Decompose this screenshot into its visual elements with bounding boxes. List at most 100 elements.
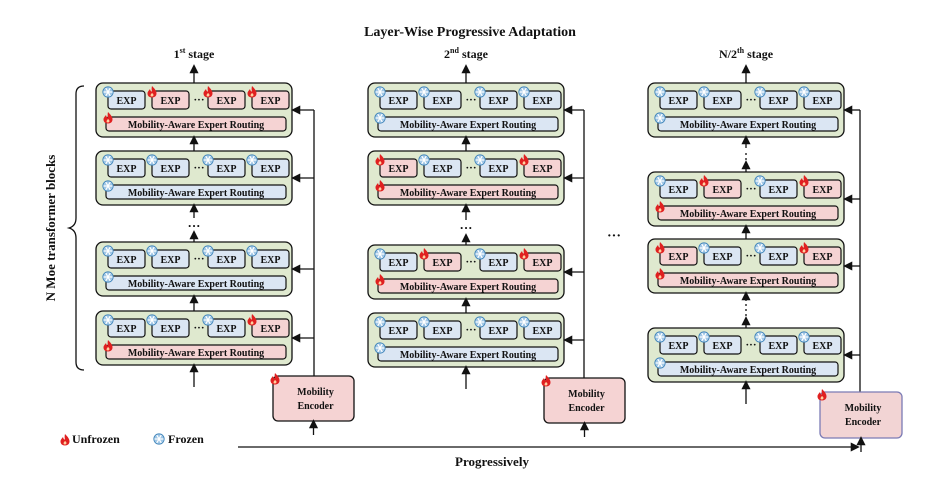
frozen-snowflake-icon xyxy=(418,154,430,166)
expert-label: EXP xyxy=(261,255,281,266)
router-label: Mobility-Aware Expert Routing xyxy=(128,188,264,199)
expert-label: EXP xyxy=(261,96,281,107)
expert-label: EXP xyxy=(489,258,509,269)
frozen-snowflake-icon xyxy=(654,175,666,187)
encoder-fire-icon xyxy=(817,389,827,401)
frozen-snowflake-icon xyxy=(418,316,430,328)
expert-router: Mobility-Aware Expert Routing xyxy=(374,112,559,132)
expert-box: EXP xyxy=(419,248,462,272)
frozen-snowflake-icon xyxy=(474,316,486,328)
expert-box: EXP xyxy=(418,154,462,178)
expert-label: EXP xyxy=(389,96,409,107)
router-label: Mobility-Aware Expert Routing xyxy=(680,276,816,287)
frozen-snowflake-icon xyxy=(754,242,766,254)
expert-box: EXP xyxy=(654,86,698,110)
unfrozen-fire-icon xyxy=(203,86,213,98)
expert-box: EXP xyxy=(474,248,518,272)
expert-router: Mobility-Aware Expert Routing xyxy=(102,180,287,200)
expert-ellipsis: ··· xyxy=(745,339,756,351)
frozen-snowflake-icon xyxy=(202,245,214,257)
expert-box: EXP xyxy=(202,314,246,338)
expert-box: EXP xyxy=(654,175,698,199)
expert-label: EXP xyxy=(669,341,689,352)
expert-box: EXP xyxy=(754,331,798,355)
expert-ellipsis: ··· xyxy=(193,253,204,265)
expert-box: EXP xyxy=(654,331,698,355)
expert-label: EXP xyxy=(769,252,789,263)
frozen-snowflake-icon xyxy=(102,180,114,192)
unfrozen-fire-icon xyxy=(655,268,665,280)
stage-gap-ellipsis: ··· xyxy=(607,229,621,244)
expert-box: EXP xyxy=(799,175,842,199)
stage-label: 2nd stage xyxy=(444,46,489,61)
router-label: Mobility-Aware Expert Routing xyxy=(128,279,264,290)
expert-router: Mobility-Aware Expert Routing xyxy=(375,180,559,200)
encoder-label-line2: Encoder xyxy=(568,403,605,414)
expert-label: EXP xyxy=(669,96,689,107)
expert-box: EXP xyxy=(102,86,146,110)
expert-box: EXP xyxy=(203,86,246,110)
frozen-snowflake-icon xyxy=(654,86,666,98)
expert-label: EXP xyxy=(769,96,789,107)
expert-router: Mobility-Aware Expert Routing xyxy=(654,357,839,377)
frozen-snowflake-icon xyxy=(474,86,486,98)
expert-label: EXP xyxy=(117,324,137,335)
expert-box: EXP xyxy=(798,86,842,110)
expert-box: EXP xyxy=(418,86,462,110)
unfrozen-fire-icon xyxy=(375,154,385,166)
frozen-snowflake-icon xyxy=(374,248,386,260)
expert-label: EXP xyxy=(161,96,181,107)
frozen-snowflake-icon xyxy=(518,316,530,328)
legend-fire-icon xyxy=(60,434,70,446)
expert-router: Mobility-Aware Expert Routing xyxy=(103,112,287,132)
encoder-label-line1: Mobility xyxy=(568,389,605,400)
unfrozen-fire-icon xyxy=(655,242,665,254)
unfrozen-fire-icon xyxy=(247,86,257,98)
expert-box: EXP xyxy=(754,242,798,266)
router-label: Mobility-Aware Expert Routing xyxy=(400,188,536,199)
expert-label: EXP xyxy=(217,324,237,335)
expert-label: EXP xyxy=(161,255,181,266)
router-label: Mobility-Aware Expert Routing xyxy=(128,120,264,131)
expert-label: EXP xyxy=(713,185,733,196)
expert-label: EXP xyxy=(669,185,689,196)
legend-unfrozen-label: Unfrozen xyxy=(72,432,120,446)
expert-box: EXP xyxy=(247,314,290,338)
expert-label: EXP xyxy=(117,255,137,266)
expert-box: EXP xyxy=(202,245,246,269)
expert-box: EXP xyxy=(799,242,842,266)
encoder-fire-icon xyxy=(541,375,551,387)
encoder-label-line2: Encoder xyxy=(845,417,882,428)
legend-snowflake-icon xyxy=(153,433,165,445)
expert-label: EXP xyxy=(813,252,833,263)
expert-label: EXP xyxy=(389,258,409,269)
encoder-label-line1: Mobility xyxy=(297,387,334,398)
frozen-snowflake-icon xyxy=(146,245,158,257)
expert-box: EXP xyxy=(754,86,798,110)
unfrozen-fire-icon xyxy=(375,180,385,192)
expert-ellipsis: ··· xyxy=(745,250,756,262)
expert-box: EXP xyxy=(147,86,190,110)
expert-box: EXP xyxy=(102,154,146,178)
expert-label: EXP xyxy=(433,96,453,107)
unfrozen-fire-icon xyxy=(519,154,529,166)
legend-fire-icon xyxy=(60,434,70,446)
expert-label: EXP xyxy=(217,164,237,175)
expert-label: EXP xyxy=(489,164,509,175)
expert-router: Mobility-Aware Expert Routing xyxy=(654,112,839,132)
expert-box: EXP xyxy=(374,248,418,272)
expert-box: EXP xyxy=(754,175,798,199)
side-label: N Moe transformer blocks xyxy=(43,155,58,302)
frozen-snowflake-icon xyxy=(754,175,766,187)
block-ellipsis: ··· xyxy=(187,218,200,233)
expert-label: EXP xyxy=(161,324,181,335)
expert-box: EXP xyxy=(474,154,518,178)
block-ellipsis: ··· xyxy=(459,220,472,235)
legend: Unfrozen Frozen xyxy=(60,432,204,446)
